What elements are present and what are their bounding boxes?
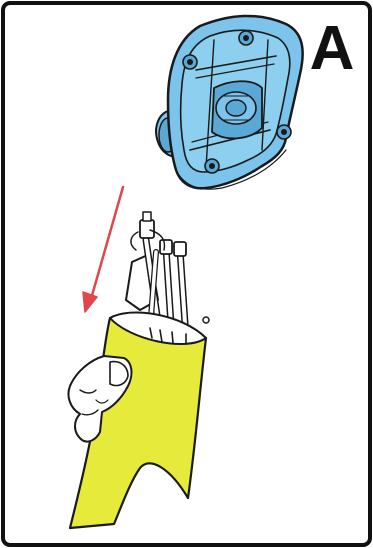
panel-letter: A	[300, 14, 364, 84]
